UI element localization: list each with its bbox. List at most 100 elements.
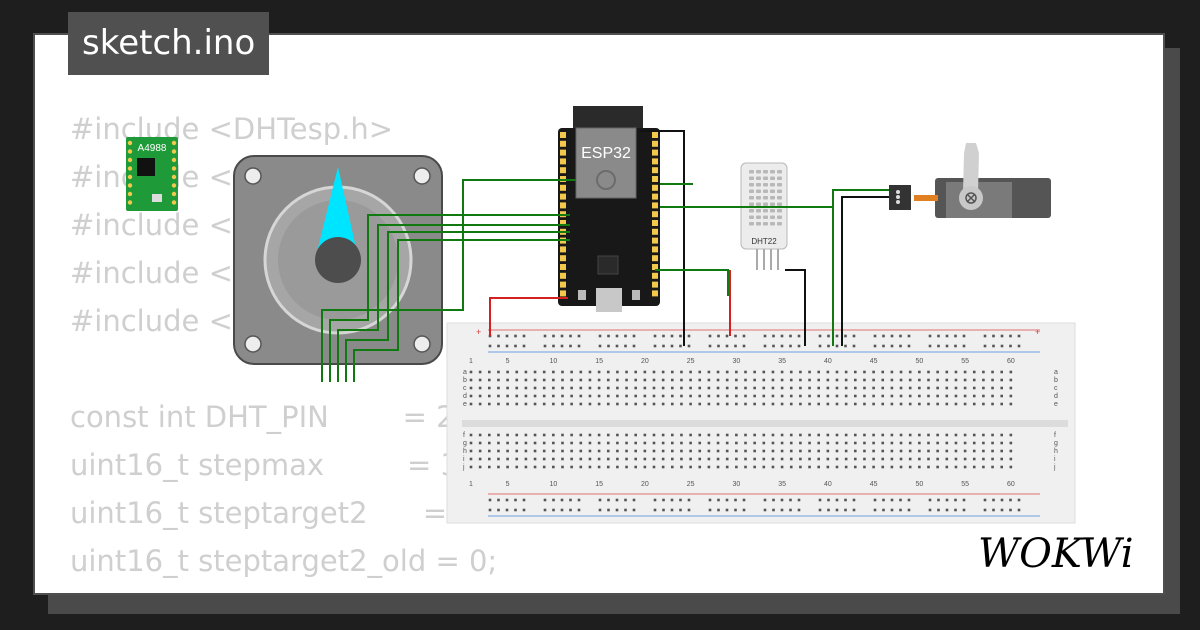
bb-hole: [552, 449, 555, 453]
a4988-driver[interactable]: A4988: [126, 137, 178, 211]
bb-hole: [698, 441, 702, 445]
bb-hole: [661, 370, 665, 374]
bb-rail-hole: [818, 344, 822, 348]
bb-column-number: 20: [641, 358, 649, 365]
bb-hole: [570, 441, 573, 445]
bb-hole: [716, 386, 720, 390]
bb-hole: [680, 433, 683, 437]
bb-rail-hole: [937, 334, 940, 338]
bb-hole: [872, 394, 875, 398]
bb-hole: [899, 465, 903, 469]
bb-hole: [542, 370, 546, 374]
bb-column-number: 15: [595, 358, 603, 365]
bb-hole: [991, 402, 994, 406]
bb-rail-hole: [928, 344, 932, 348]
bb-hole: [799, 465, 802, 469]
bb-rail-hole: [852, 344, 856, 348]
servo-motor[interactable]: [889, 143, 1051, 218]
dht-grille-slot: [770, 202, 775, 206]
bb-hole: [1000, 394, 1003, 398]
dht-grille-slot: [777, 183, 782, 187]
bb-hole: [826, 449, 830, 453]
esp32-pin: [652, 193, 658, 200]
bb-hole: [597, 370, 601, 374]
bb-hole: [680, 370, 683, 374]
bb-hole: [707, 433, 711, 437]
esp32-pin: [560, 193, 566, 200]
bb-rail-hole: [725, 344, 729, 348]
dht-grille-slot: [756, 202, 761, 206]
dht-grille-slot: [763, 209, 768, 213]
bb-rail-hole: [962, 334, 966, 338]
bb-hole: [570, 386, 573, 390]
bb-rail-hole: [818, 498, 822, 502]
bb-hole: [735, 433, 738, 437]
bb-row-letter: b: [463, 377, 467, 384]
bb-row-letter: e: [1054, 401, 1058, 408]
bb-hole: [945, 386, 949, 390]
dht-grille-slot: [763, 176, 768, 180]
bb-rail-hole: [679, 344, 682, 348]
dht-grille-slot: [770, 196, 775, 200]
bb-hole: [735, 449, 738, 453]
bb-hole: [506, 457, 509, 461]
bb-hole: [634, 394, 637, 398]
bb-hole: [616, 386, 619, 390]
bb-hole: [881, 441, 885, 445]
bb-rail-hole: [514, 344, 517, 348]
bb-hole: [643, 402, 647, 406]
bb-hole: [725, 441, 729, 445]
bb-hole: [936, 386, 939, 390]
bb-hole: [643, 433, 647, 437]
bb-hole: [826, 465, 830, 469]
bb-hole: [908, 378, 912, 382]
esp32-pin: [560, 272, 566, 279]
bb-rail-hole: [708, 334, 712, 338]
bb-hole: [524, 449, 528, 453]
driver-pin: [171, 174, 177, 180]
dht22-sensor[interactable]: DHT22: [740, 162, 788, 270]
bb-hole: [716, 457, 720, 461]
bb-hole: [744, 386, 747, 390]
bb-hole: [652, 370, 656, 374]
bb-rail-hole: [797, 508, 801, 512]
bb-hole: [936, 394, 939, 398]
bb-hole: [753, 386, 756, 390]
bb-rail-hole: [522, 498, 526, 502]
bb-rail-hole: [937, 498, 940, 502]
bb-hole: [625, 433, 628, 437]
bb-hole: [469, 441, 473, 445]
esp32-pin: [652, 255, 658, 262]
esp32-pin: [560, 132, 566, 138]
bb-rail-hole: [945, 508, 949, 512]
bb-hole: [908, 433, 912, 437]
bb-hole: [735, 394, 738, 398]
bb-rail-hole: [742, 508, 746, 512]
bb-hole: [890, 394, 894, 398]
bb-rail-hole: [624, 334, 627, 338]
bb-hole: [643, 386, 647, 390]
breadboard[interactable]: 1155101015152020252530303535404045455050…: [446, 322, 1076, 524]
bb-rail-hole: [907, 334, 911, 338]
bb-hole: [771, 386, 775, 390]
bb-hole: [588, 441, 592, 445]
bb-hole: [597, 449, 601, 453]
bb-hole: [716, 465, 720, 469]
bb-hole: [533, 457, 537, 461]
bb-rail-hole: [577, 498, 581, 502]
bb-rail-hole: [670, 334, 674, 338]
bb-hole: [689, 378, 692, 382]
bb-rail-hole: [882, 334, 885, 338]
bb-hole: [826, 394, 830, 398]
file-tab[interactable]: sketch.ino: [68, 12, 270, 75]
bb-hole: [606, 433, 610, 437]
bb-hole: [497, 465, 500, 469]
bb-row-letter: c: [463, 385, 467, 392]
bb-hole: [844, 378, 848, 382]
bb-hole: [570, 457, 573, 461]
bb-hole: [963, 370, 967, 374]
bb-hole: [872, 378, 875, 382]
esp32-board[interactable]: ESP32: [558, 106, 660, 312]
bb-hole: [854, 402, 857, 406]
